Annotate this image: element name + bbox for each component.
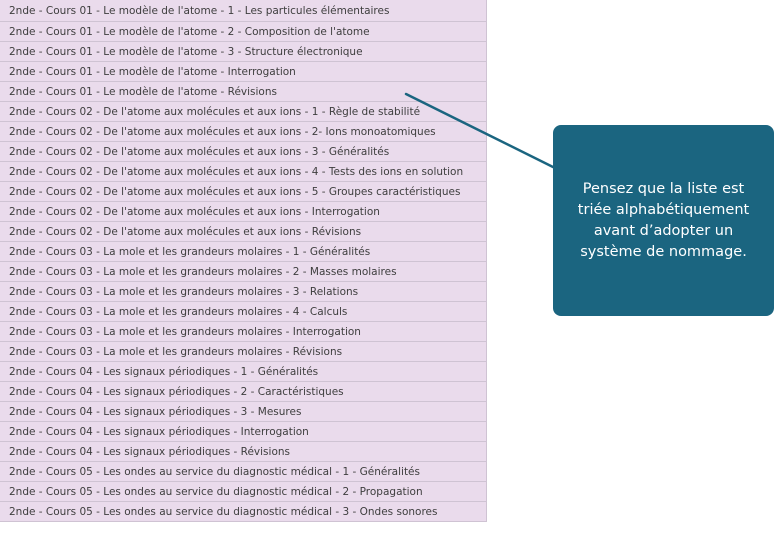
list-item[interactable]: 2nde - Cours 01 - Le modèle de l'atome -… bbox=[0, 0, 487, 22]
list-item[interactable]: 2nde - Cours 04 - Les signaux périodique… bbox=[0, 402, 487, 422]
tip-line: Pensez que la liste est bbox=[582, 180, 745, 197]
list-item[interactable]: 2nde - Cours 04 - Les signaux périodique… bbox=[0, 442, 487, 462]
list-item[interactable]: 2nde - Cours 01 - Le modèle de l'atome -… bbox=[0, 82, 487, 102]
list-item[interactable]: 2nde - Cours 05 - Les ondes au service d… bbox=[0, 502, 487, 522]
list-item[interactable]: 2nde - Cours 03 - La mole et les grandeu… bbox=[0, 342, 487, 362]
list-item[interactable]: 2nde - Cours 01 - Le modèle de l'atome -… bbox=[0, 62, 487, 82]
list-item[interactable]: 2nde - Cours 04 - Les signaux périodique… bbox=[0, 422, 487, 442]
list-item[interactable]: 2nde - Cours 02 - De l'atome aux molécul… bbox=[0, 142, 487, 162]
list-item[interactable]: 2nde - Cours 01 - Le modèle de l'atome -… bbox=[0, 22, 487, 42]
list-item[interactable]: 2nde - Cours 02 - De l'atome aux molécul… bbox=[0, 162, 487, 182]
list-item[interactable]: 2nde - Cours 05 - Les ondes au service d… bbox=[0, 482, 487, 502]
list-item[interactable]: 2nde - Cours 03 - La mole et les grandeu… bbox=[0, 262, 487, 282]
list-item[interactable]: 2nde - Cours 01 - Le modèle de l'atome -… bbox=[0, 42, 487, 62]
tip-line: avant d’adopter un bbox=[593, 222, 734, 239]
list-item[interactable]: 2nde - Cours 03 - La mole et les grandeu… bbox=[0, 242, 487, 262]
list-item[interactable]: 2nde - Cours 03 - La mole et les grandeu… bbox=[0, 282, 487, 302]
tip-callout: Pensez que la liste est triée alphabétiq… bbox=[553, 125, 774, 316]
tip-callout-text: Pensez que la liste est triée alphabétiq… bbox=[578, 179, 749, 263]
list-item[interactable]: 2nde - Cours 03 - La mole et les grandeu… bbox=[0, 302, 487, 322]
list-item[interactable]: 2nde - Cours 02 - De l'atome aux molécul… bbox=[0, 222, 487, 242]
list-item[interactable]: 2nde - Cours 02 - De l'atome aux molécul… bbox=[0, 202, 487, 222]
list-item[interactable]: 2nde - Cours 03 - La mole et les grandeu… bbox=[0, 322, 487, 342]
list-item[interactable]: 2nde - Cours 02 - De l'atome aux molécul… bbox=[0, 182, 487, 202]
list-item[interactable]: 2nde - Cours 04 - Les signaux périodique… bbox=[0, 362, 487, 382]
list-item[interactable]: 2nde - Cours 04 - Les signaux périodique… bbox=[0, 382, 487, 402]
list-item[interactable]: 2nde - Cours 05 - Les ondes au service d… bbox=[0, 462, 487, 482]
list-item[interactable]: 2nde - Cours 02 - De l'atome aux molécul… bbox=[0, 102, 487, 122]
tip-line: triée alphabétiquement bbox=[577, 201, 750, 218]
lesson-list: 2nde - Cours 01 - Le modèle de l'atome -… bbox=[0, 0, 487, 522]
list-item[interactable]: 2nde - Cours 02 - De l'atome aux molécul… bbox=[0, 122, 487, 142]
tip-line: système de nommage. bbox=[580, 243, 747, 260]
